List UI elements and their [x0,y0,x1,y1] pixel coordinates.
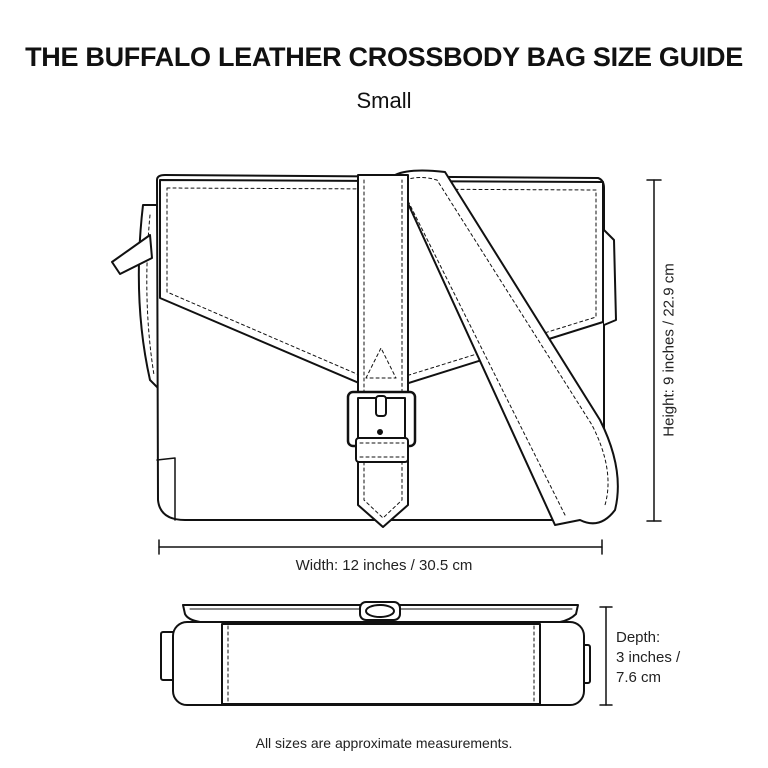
page-title: THE BUFFALO LEATHER CROSSBODY BAG SIZE G… [25,42,743,72]
width-dimension-line [158,539,603,555]
front-view-illustration [111,169,619,528]
depth-label-line: 3 inches / [616,649,681,666]
depth-label: Depth: 3 inches / 7.6 cm [616,628,680,688]
top-view-illustration [160,601,591,706]
strap-keeper [355,437,409,463]
height-label: Height: 9 inches / 22.9 cm [660,263,678,437]
height-dimension-line [646,179,662,522]
width-label: Width: 12 inches / 30.5 cm [295,557,473,574]
size-subtitle: Small [356,88,412,113]
depth-dimension-line [599,606,613,706]
footnote: All sizes are approximate measurements. [255,735,513,751]
left-buckle-tab [111,234,153,275]
depth-label-line: 7.6 cm [616,669,662,686]
depth-label-line: Depth: [616,629,661,646]
